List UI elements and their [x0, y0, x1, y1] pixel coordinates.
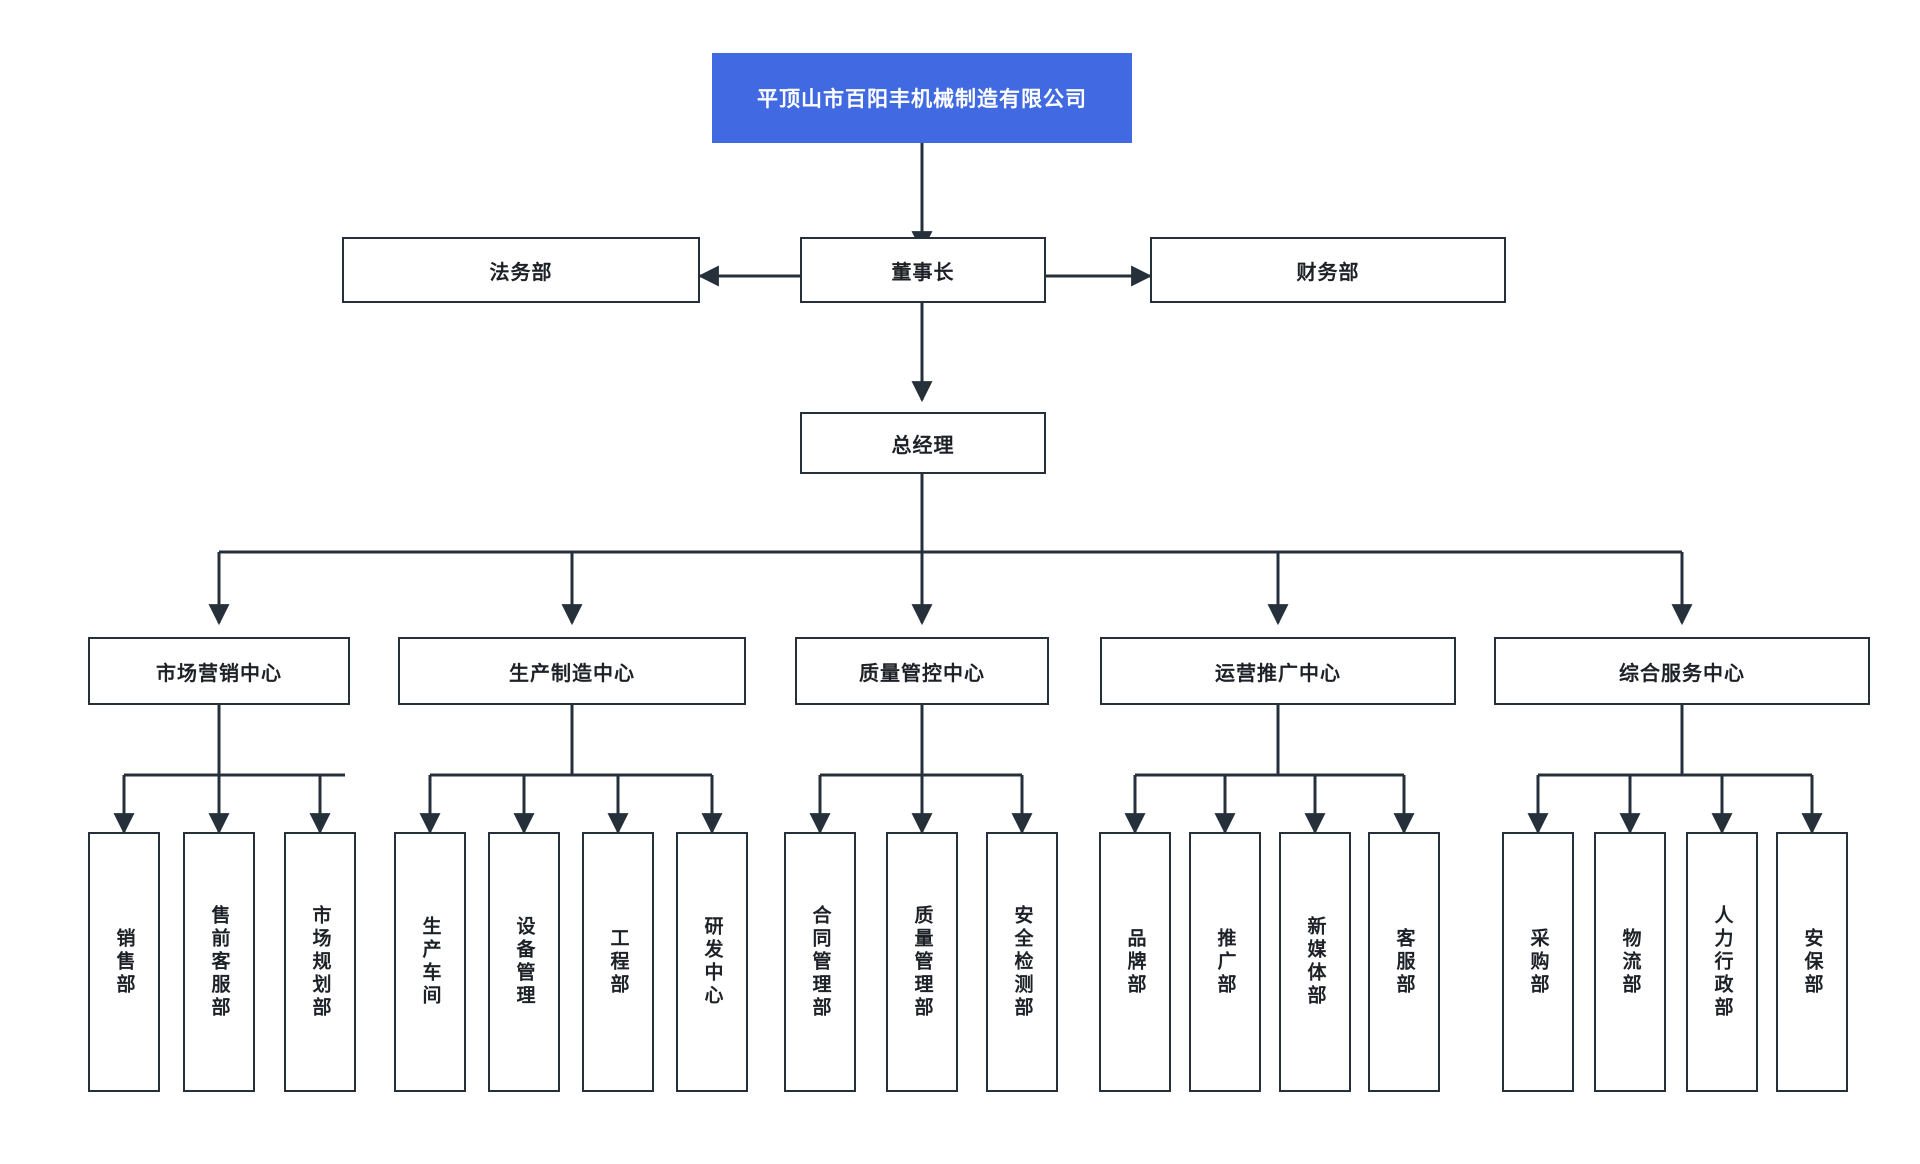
node-dept-sales[interactable]: 销售部: [88, 832, 160, 1092]
node-dept-brand[interactable]: 品牌部: [1099, 832, 1171, 1092]
node-center-marketing-label: 市场营销中心: [156, 662, 282, 685]
node-dept-equipment-management-label: 设备管理: [513, 916, 535, 1008]
node-chairman[interactable]: 董事长: [800, 237, 1046, 303]
node-center-operations-label: 运营推广中心: [1215, 662, 1341, 685]
node-finance-department[interactable]: 财务部: [1150, 237, 1506, 303]
node-dept-safety-inspection[interactable]: 安全检测部: [986, 832, 1058, 1092]
node-dept-production-workshop-label: 生产车间: [419, 916, 441, 1008]
node-company-root-label: 平顶山市百阳丰机械制造有限公司: [757, 88, 1087, 111]
node-dept-logistics[interactable]: 物流部: [1594, 832, 1666, 1092]
node-dept-presales-service[interactable]: 售前客服部: [183, 832, 255, 1092]
node-dept-hr-admin-label: 人力行政部: [1711, 904, 1733, 1020]
node-dept-contract-management-label: 合同管理部: [809, 904, 831, 1020]
node-dept-procurement-label: 采购部: [1527, 927, 1549, 997]
node-legal-department[interactable]: 法务部: [342, 237, 700, 303]
node-dept-customer-service-label: 客服部: [1393, 927, 1415, 997]
node-dept-promotion-label: 推广部: [1214, 927, 1236, 997]
node-dept-security-label: 安保部: [1801, 927, 1823, 997]
node-center-quality[interactable]: 质量管控中心: [795, 637, 1049, 705]
node-dept-market-planning[interactable]: 市场规划部: [284, 832, 356, 1092]
node-dept-customer-service[interactable]: 客服部: [1368, 832, 1440, 1092]
node-dept-rnd-center-label: 研发中心: [701, 916, 723, 1008]
node-dept-procurement[interactable]: 采购部: [1502, 832, 1574, 1092]
node-dept-quality-management[interactable]: 质量管理部: [886, 832, 958, 1092]
node-dept-hr-admin[interactable]: 人力行政部: [1686, 832, 1758, 1092]
node-chairman-label: 董事长: [891, 261, 955, 284]
node-dept-presales-service-label: 售前客服部: [208, 904, 230, 1020]
node-dept-logistics-label: 物流部: [1619, 927, 1641, 997]
node-center-quality-label: 质量管控中心: [859, 662, 985, 685]
node-company-root[interactable]: 平顶山市百阳丰机械制造有限公司: [712, 53, 1132, 143]
node-dept-safety-inspection-label: 安全检测部: [1011, 904, 1033, 1020]
node-dept-rnd-center[interactable]: 研发中心: [676, 832, 748, 1092]
node-general-manager[interactable]: 总经理: [800, 412, 1046, 474]
node-finance-department-label: 财务部: [1296, 261, 1360, 284]
node-dept-engineering[interactable]: 工程部: [582, 832, 654, 1092]
node-dept-quality-management-label: 质量管理部: [911, 904, 933, 1020]
node-legal-department-label: 法务部: [489, 261, 553, 284]
node-center-general-services-label: 综合服务中心: [1619, 662, 1745, 685]
node-dept-new-media-label: 新媒体部: [1304, 916, 1326, 1008]
node-center-manufacturing[interactable]: 生产制造中心: [398, 637, 746, 705]
node-dept-promotion[interactable]: 推广部: [1189, 832, 1261, 1092]
node-center-general-services[interactable]: 综合服务中心: [1494, 637, 1870, 705]
node-dept-equipment-management[interactable]: 设备管理: [488, 832, 560, 1092]
node-dept-brand-label: 品牌部: [1124, 927, 1146, 997]
node-dept-contract-management[interactable]: 合同管理部: [784, 832, 856, 1092]
node-center-marketing[interactable]: 市场营销中心: [88, 637, 350, 705]
node-dept-engineering-label: 工程部: [607, 927, 629, 997]
node-center-manufacturing-label: 生产制造中心: [509, 662, 635, 685]
node-dept-sales-label: 销售部: [113, 927, 135, 997]
node-dept-new-media[interactable]: 新媒体部: [1279, 832, 1351, 1092]
node-dept-production-workshop[interactable]: 生产车间: [394, 832, 466, 1092]
node-dept-security[interactable]: 安保部: [1776, 832, 1848, 1092]
node-general-manager-label: 总经理: [891, 434, 955, 457]
node-dept-market-planning-label: 市场规划部: [309, 904, 331, 1020]
node-center-operations[interactable]: 运营推广中心: [1100, 637, 1456, 705]
